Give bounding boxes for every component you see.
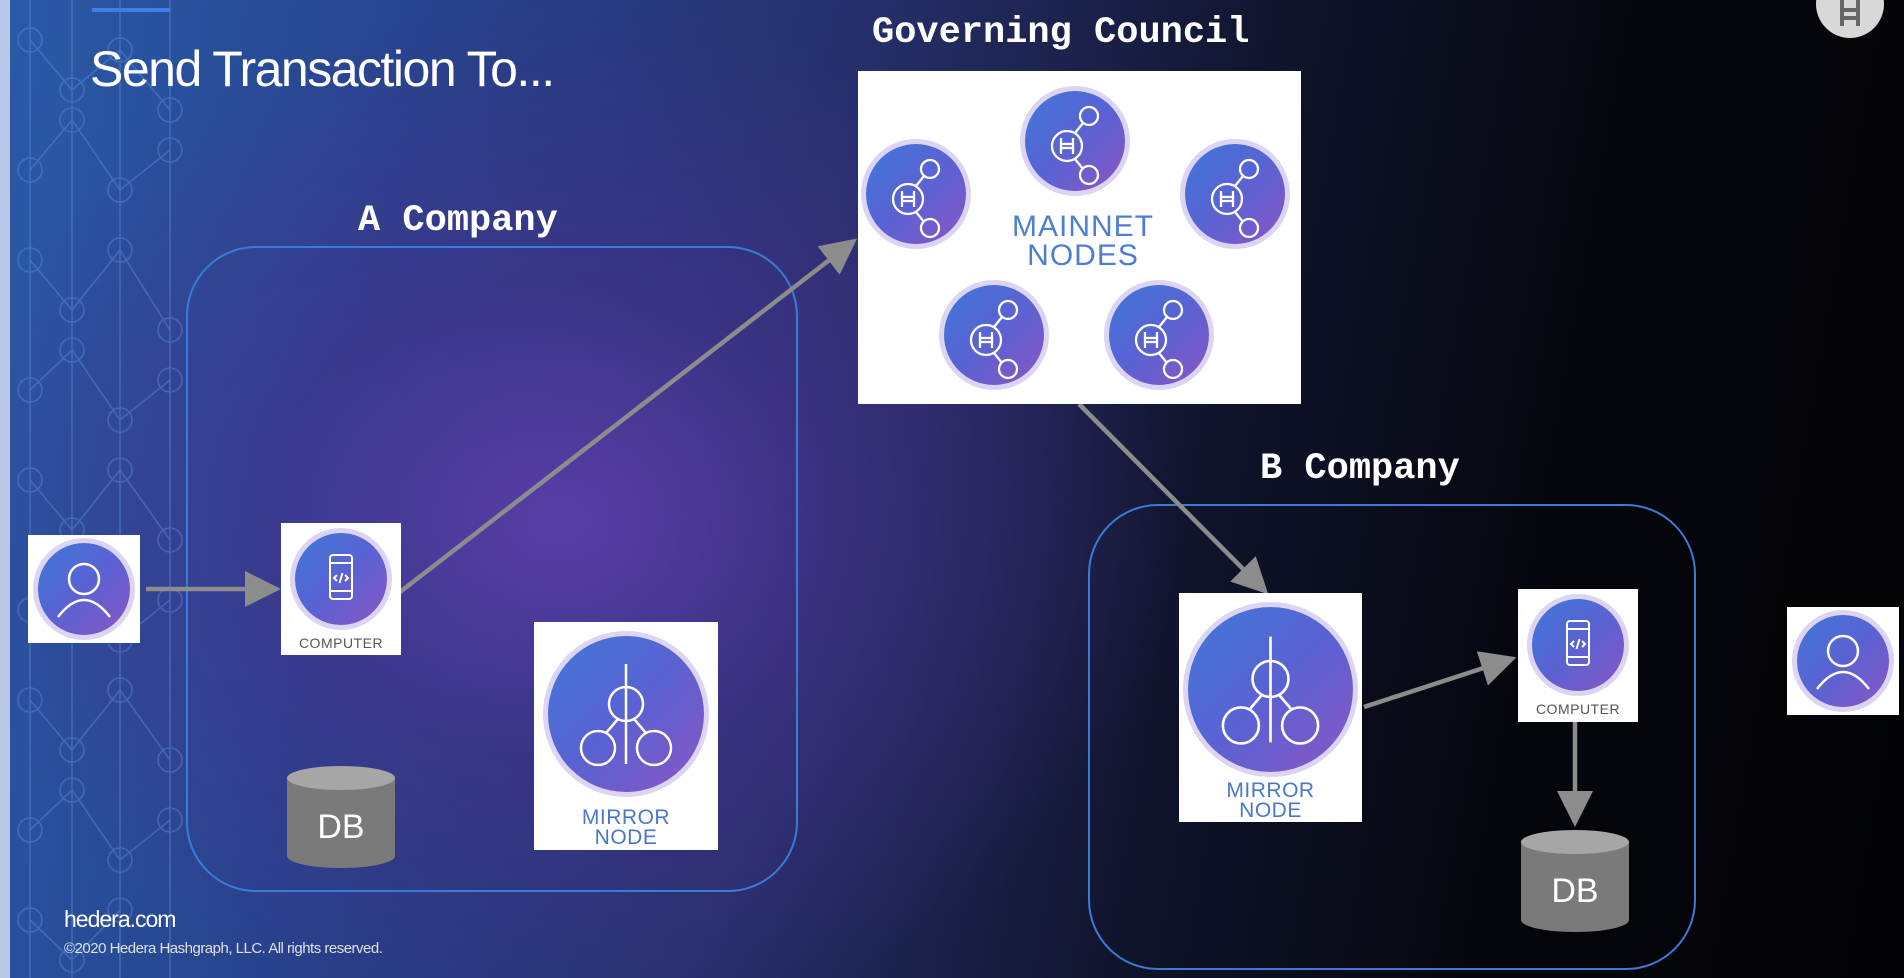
- db-a-label: DB: [317, 808, 365, 846]
- mainnet-nodes-label: MAINNET NODES: [1012, 210, 1154, 272]
- computer-b-card: COMPUTER: [1518, 589, 1638, 722]
- hedera-node-icon: [944, 285, 1044, 385]
- mainnet-nodes-panel: MAINNET NODES: [858, 71, 1301, 404]
- mirror-node-a-card: MIRROR NODE: [534, 622, 718, 850]
- b-company-heading: B Company: [1260, 448, 1460, 490]
- slide-title: Send Transaction To...: [90, 41, 555, 97]
- network-pattern-decoration: [17, 0, 183, 978]
- user-icon: [38, 543, 130, 635]
- footer-url: hedera.com: [64, 906, 176, 932]
- user-card-left: [28, 535, 140, 643]
- mirror-node-b-card: MIRROR NODE: [1179, 593, 1362, 822]
- footer-copyright: ©2020 Hedera Hashgraph, LLC. All rights …: [64, 940, 383, 957]
- hedera-node-icon: [866, 144, 966, 244]
- a-company-heading: A Company: [358, 200, 558, 242]
- hedera-node-icon: [1025, 91, 1125, 191]
- computer-a-card: COMPUTER: [281, 523, 401, 655]
- title-accent-bar: [92, 8, 170, 12]
- b-company-box: [1088, 504, 1696, 970]
- mobile-code-icon: [1532, 599, 1624, 691]
- hedera-node-icon: [1185, 144, 1285, 244]
- governing-council-heading: Governing Council: [872, 12, 1250, 54]
- mobile-code-icon: [295, 533, 387, 625]
- user-icon: [1797, 615, 1889, 707]
- db-b: DB: [1520, 828, 1630, 933]
- left-edge-strip: [0, 0, 10, 978]
- mirror-node-a-label: MIRROR NODE: [581, 806, 671, 849]
- database-icon: [1521, 830, 1629, 932]
- db-b-label: DB: [1551, 872, 1599, 910]
- hedera-node-icon: [1109, 285, 1209, 385]
- mirror-node-icon: [548, 636, 704, 792]
- database-icon: [287, 766, 395, 868]
- computer-a-label: COMPUTER: [298, 635, 384, 651]
- mirror-node-icon: [1188, 607, 1353, 772]
- db-a: DB: [286, 764, 396, 869]
- hedera-logo-icon: [1816, 0, 1884, 38]
- mirror-node-b-label: MIRROR NODE: [1226, 779, 1315, 822]
- computer-b-label: COMPUTER: [1535, 701, 1621, 717]
- user-card-right: [1787, 607, 1899, 715]
